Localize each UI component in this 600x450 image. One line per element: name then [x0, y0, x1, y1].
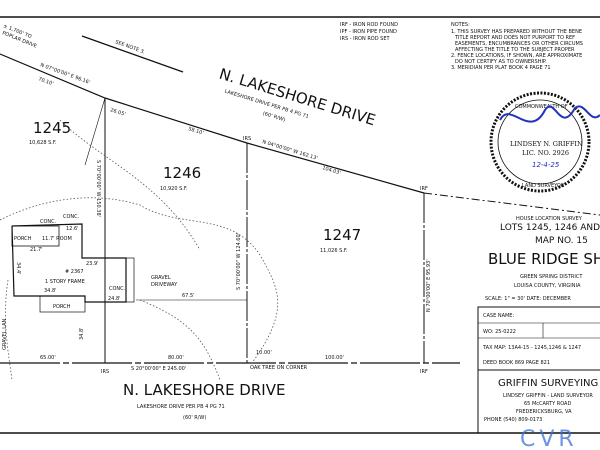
- bottom-road-label: N. LAKESHORE DRIVE LAKESHORE DRIVE PER P…: [123, 381, 285, 421]
- company-line: PHONE (540) 809-0173: [484, 417, 542, 423]
- marker-irs: IRS: [101, 369, 109, 375]
- bearing: N 04°00'00" W 162.13': [261, 139, 318, 162]
- seal-name: LINDSEY N. GRIFFIN: [510, 140, 583, 148]
- room-label: 11.7' ROOM: [42, 236, 72, 242]
- survey-type: HOUSE LOCATION SURVEY: [516, 216, 583, 222]
- road-rw: (60' R/W): [262, 111, 286, 124]
- marker-irs: IRS: [243, 136, 251, 142]
- porch-bottom: [39, 295, 86, 313]
- notes: NOTES: 1. THIS SURVEY HAS PREPARED WITHO…: [451, 22, 583, 71]
- oak-tree-note: OAK TREE ON CORNER: [250, 365, 308, 371]
- conc-label: CONC.: [109, 286, 126, 292]
- driveway-label: DRIVEWAY: [151, 282, 178, 288]
- seal-date: 12-4-25: [532, 161, 560, 169]
- front-boundary-line: [0, 53, 425, 194]
- lot-area: 11,026 S.F.: [320, 248, 348, 254]
- distance: 104.03': [321, 165, 341, 176]
- company-line: FREDERICKSBURG, VA: [516, 409, 572, 415]
- house-dim: 34.4': [15, 262, 21, 275]
- house-dim: 34.8': [44, 288, 57, 294]
- distance: 58.10': [187, 126, 204, 136]
- legend-ipf: IPF - IRON PIPE FOUND: [340, 29, 397, 35]
- work-order: WO: 25-0222: [483, 329, 516, 335]
- legend-irf: IRF - IRON ROD FOUND: [340, 22, 398, 28]
- distance: 70.10': [37, 76, 54, 87]
- gravel-lane-edge: [5, 279, 13, 381]
- tree-line: [59, 119, 201, 251]
- offset-line: [84, 97, 106, 166]
- marker-irf: IRF: [420, 186, 428, 192]
- note: 1. THIS SURVEY HAS PREPARED WITHOUT THE …: [451, 29, 582, 35]
- distance: 80.00': [168, 355, 184, 361]
- note: 3. MERIDIAN PER PLAT BOOK 4 PAGE 71: [451, 65, 551, 71]
- marker-irf: IRF: [420, 369, 428, 375]
- seal-license: LIC. NO. 2926: [522, 149, 569, 157]
- top-road-label: N. LAKESHORE DRIVE LAKESHORE DRIVE PER P…: [217, 65, 378, 130]
- distance: 10.00': [256, 350, 272, 356]
- note: TITLE REPORT AND DOES NOT PURPORT TO REF: [454, 35, 575, 41]
- boundary-extension: [423, 192, 600, 216]
- lot-number: 1245: [33, 119, 71, 137]
- house-dim: 12.6': [66, 226, 79, 232]
- county: LOUISA COUNTY, VIRGINIA: [514, 283, 581, 289]
- porch-top: [11, 225, 60, 247]
- lots-title: LOTS 1245, 1246 AND 1247: [500, 223, 600, 233]
- distance: 67.5': [182, 293, 195, 299]
- note: EASEMENTS, ENCUMBRANCES OR OTHER CIRCUMS: [455, 41, 583, 47]
- bearing: S 20°00'00" E 245.00': [131, 366, 186, 372]
- distance: 65.00': [40, 355, 56, 361]
- conc-label: CONC.: [63, 214, 80, 220]
- lot-number: 1247: [323, 226, 361, 244]
- bearing: S 70°00'00" W 124.60': [236, 233, 242, 290]
- house-dim: 21.7': [30, 247, 43, 253]
- lot-area: 10,628 S.F.: [29, 140, 57, 146]
- road-sub: LAKESHORE DRIVE PER PB 4 PG 71: [137, 404, 225, 410]
- info-box: CASE NAME: WO: 25-0222 TAX MAP: 13A4-15 …: [477, 306, 600, 434]
- district: GREEN SPRING DISTRICT: [520, 274, 583, 280]
- bearing: N 70°00'00" E 95.93': [426, 259, 432, 312]
- note: 2. FENCE LOCATIONS, IF SHOWN, ARE APPROX…: [451, 53, 582, 59]
- scale-date: SCALE: 1" = 30' DATE: DECEMBER: [485, 296, 571, 302]
- legend-irs: IRS - IRON ROD SET: [340, 36, 391, 42]
- driveway-label: GRAVEL: [151, 275, 171, 281]
- road-name: N. LAKESHORE DRIVE: [123, 381, 285, 399]
- house-dim: 23.9': [86, 261, 99, 267]
- road-rw: (60' R/W): [183, 415, 206, 421]
- deed-book: DEED BOOK 869 PAGE 821: [483, 360, 550, 366]
- note: AFFECTING THE TITLE TO THE SUBJECT PROPE…: [455, 47, 575, 53]
- company-line: LINDSEY GRIFFIN - LAND SURVEYOR: [503, 393, 593, 399]
- house-dim: 24.8': [108, 296, 121, 302]
- case-name: CASE NAME:: [483, 313, 514, 319]
- porch-label: PORCH: [53, 304, 71, 310]
- lot-area: 10,920 S.F.: [160, 186, 188, 192]
- subdivision-name: BLUE RIDGE SHORES: [488, 250, 600, 268]
- signature: [499, 105, 600, 123]
- lot-number: 1246: [163, 164, 201, 182]
- seal-bottom-text: LAND SURVEYOR: [522, 183, 565, 189]
- distance: 26.05': [109, 107, 126, 118]
- porch-label: PORCH: [14, 236, 32, 242]
- house-type: 1 STORY FRAME: [45, 279, 85, 285]
- tax-map: TAX MAP: 13A4-15 - 1245,1246 & 1247: [482, 345, 581, 351]
- legend: IRF - IRON ROD FOUND IPF - IRON PIPE FOU…: [340, 22, 398, 42]
- company-name: GRIFFIN SURVEYING: [498, 378, 598, 389]
- watermark-logo: CVR: [520, 427, 578, 450]
- note: DO NOT CERTIFY AS TO OWNERSHIP.: [455, 59, 547, 65]
- map-number: MAP NO. 15: [535, 236, 588, 246]
- distance: 34.8': [79, 327, 85, 340]
- distance: 100.00': [325, 355, 344, 361]
- conc-label: CONC.: [40, 219, 57, 225]
- surveyor-seal: COMMONWEALTH OF LINDSEY N. GRIFFIN LIC. …: [489, 91, 600, 193]
- conc-pad: [125, 257, 135, 303]
- house-number: # 2367: [65, 269, 84, 275]
- company-line: 65 McCARTY ROAD: [524, 401, 571, 407]
- see-note-line: [81, 35, 184, 73]
- gravel-lane-label: GRAVEL LAN: [2, 318, 8, 350]
- gravel-edge: [0, 197, 279, 364]
- title-block: HOUSE LOCATION SURVEY LOTS 1245, 1246 AN…: [485, 216, 600, 302]
- bearing: S 70°00'00" W 150.38': [95, 160, 101, 217]
- seal-top-text: COMMONWEALTH OF: [515, 104, 568, 110]
- notes-title: NOTES:: [451, 22, 470, 28]
